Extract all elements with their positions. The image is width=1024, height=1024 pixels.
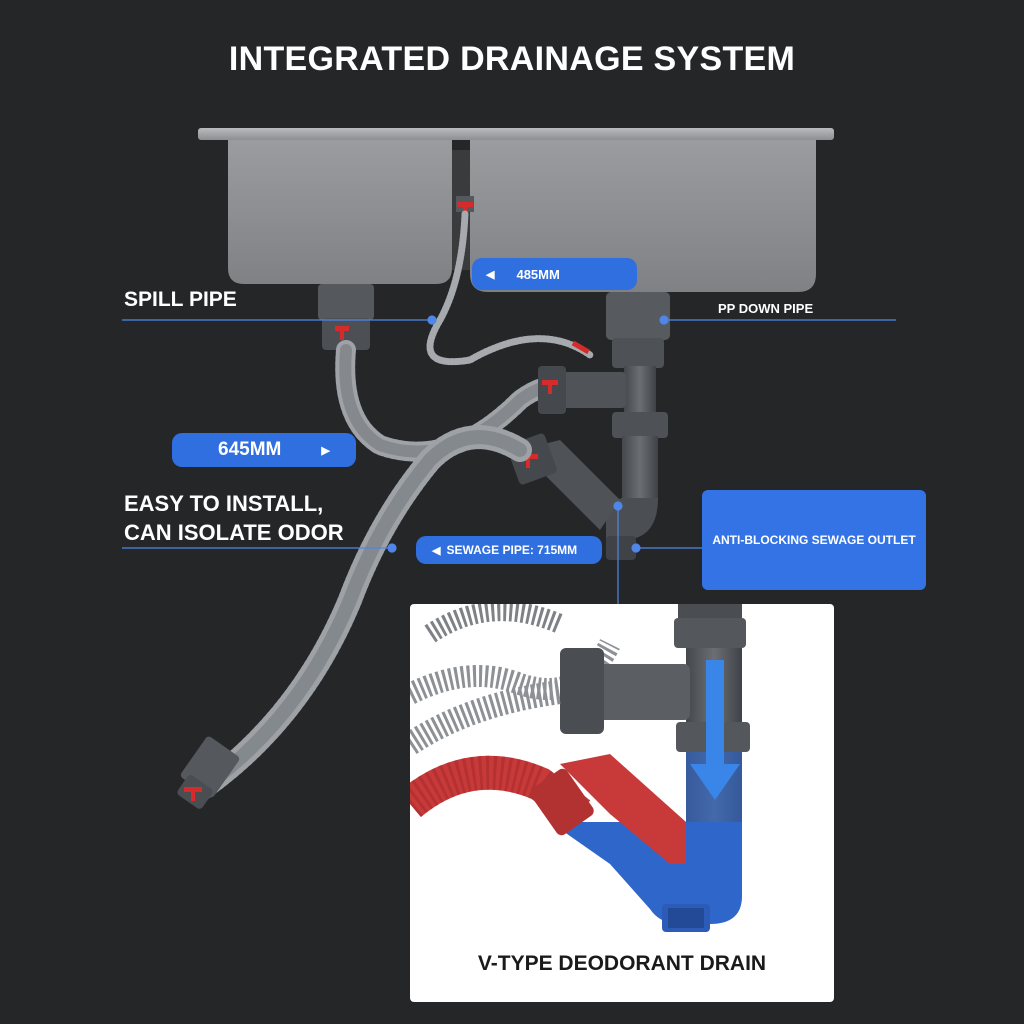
length-badge-485mm: ◀ 485MM (472, 258, 637, 290)
sewage-pipe-text: SEWAGE PIPE: 715MM (446, 543, 578, 557)
arrow-left-icon: ◀ (486, 268, 495, 281)
sink-rim (198, 128, 834, 140)
arrow-left-icon: ◀ (432, 544, 441, 557)
length-485-text: 485MM (516, 266, 560, 282)
left-drain (318, 284, 374, 350)
flow-arrow-shaft (706, 660, 724, 768)
right-basin (470, 140, 816, 292)
length-badge-645mm: 645MM ▶ (172, 433, 356, 467)
flow-arrow-head (690, 764, 740, 800)
length-645-text: 645MM (218, 439, 282, 460)
left-basin (228, 140, 452, 284)
spill-pipe-label: SPILL PIPE (124, 288, 237, 311)
easy-install-line2: CAN ISOLATE ODOR (124, 520, 344, 545)
easy-install-line1: EASY TO INSTALL, (124, 491, 324, 516)
anti-blocking-outlet-box: ANTI-BLOCKING SEWAGE OUTLET (702, 490, 926, 590)
page-title: INTEGRATED DRAINAGE SYSTEM (228, 40, 796, 78)
sewage-pipe-badge: ◀ SEWAGE PIPE: 715MM (416, 536, 602, 564)
callout-lines (122, 315, 896, 604)
hose-end-fitting (177, 736, 240, 809)
inset-caption: V-TYPE DEODORANT DRAIN (477, 952, 767, 975)
overflow-pipe (426, 196, 594, 366)
arrow-right-icon: ▶ (321, 444, 330, 457)
pp-down-pipe (507, 292, 670, 560)
pp-down-pipe-label: PP DOWN PIPE (718, 301, 814, 316)
v-type-drain-illustration (410, 604, 750, 932)
v-type-drain-inset: V-TYPE DEODORANT DRAIN (410, 604, 834, 1002)
